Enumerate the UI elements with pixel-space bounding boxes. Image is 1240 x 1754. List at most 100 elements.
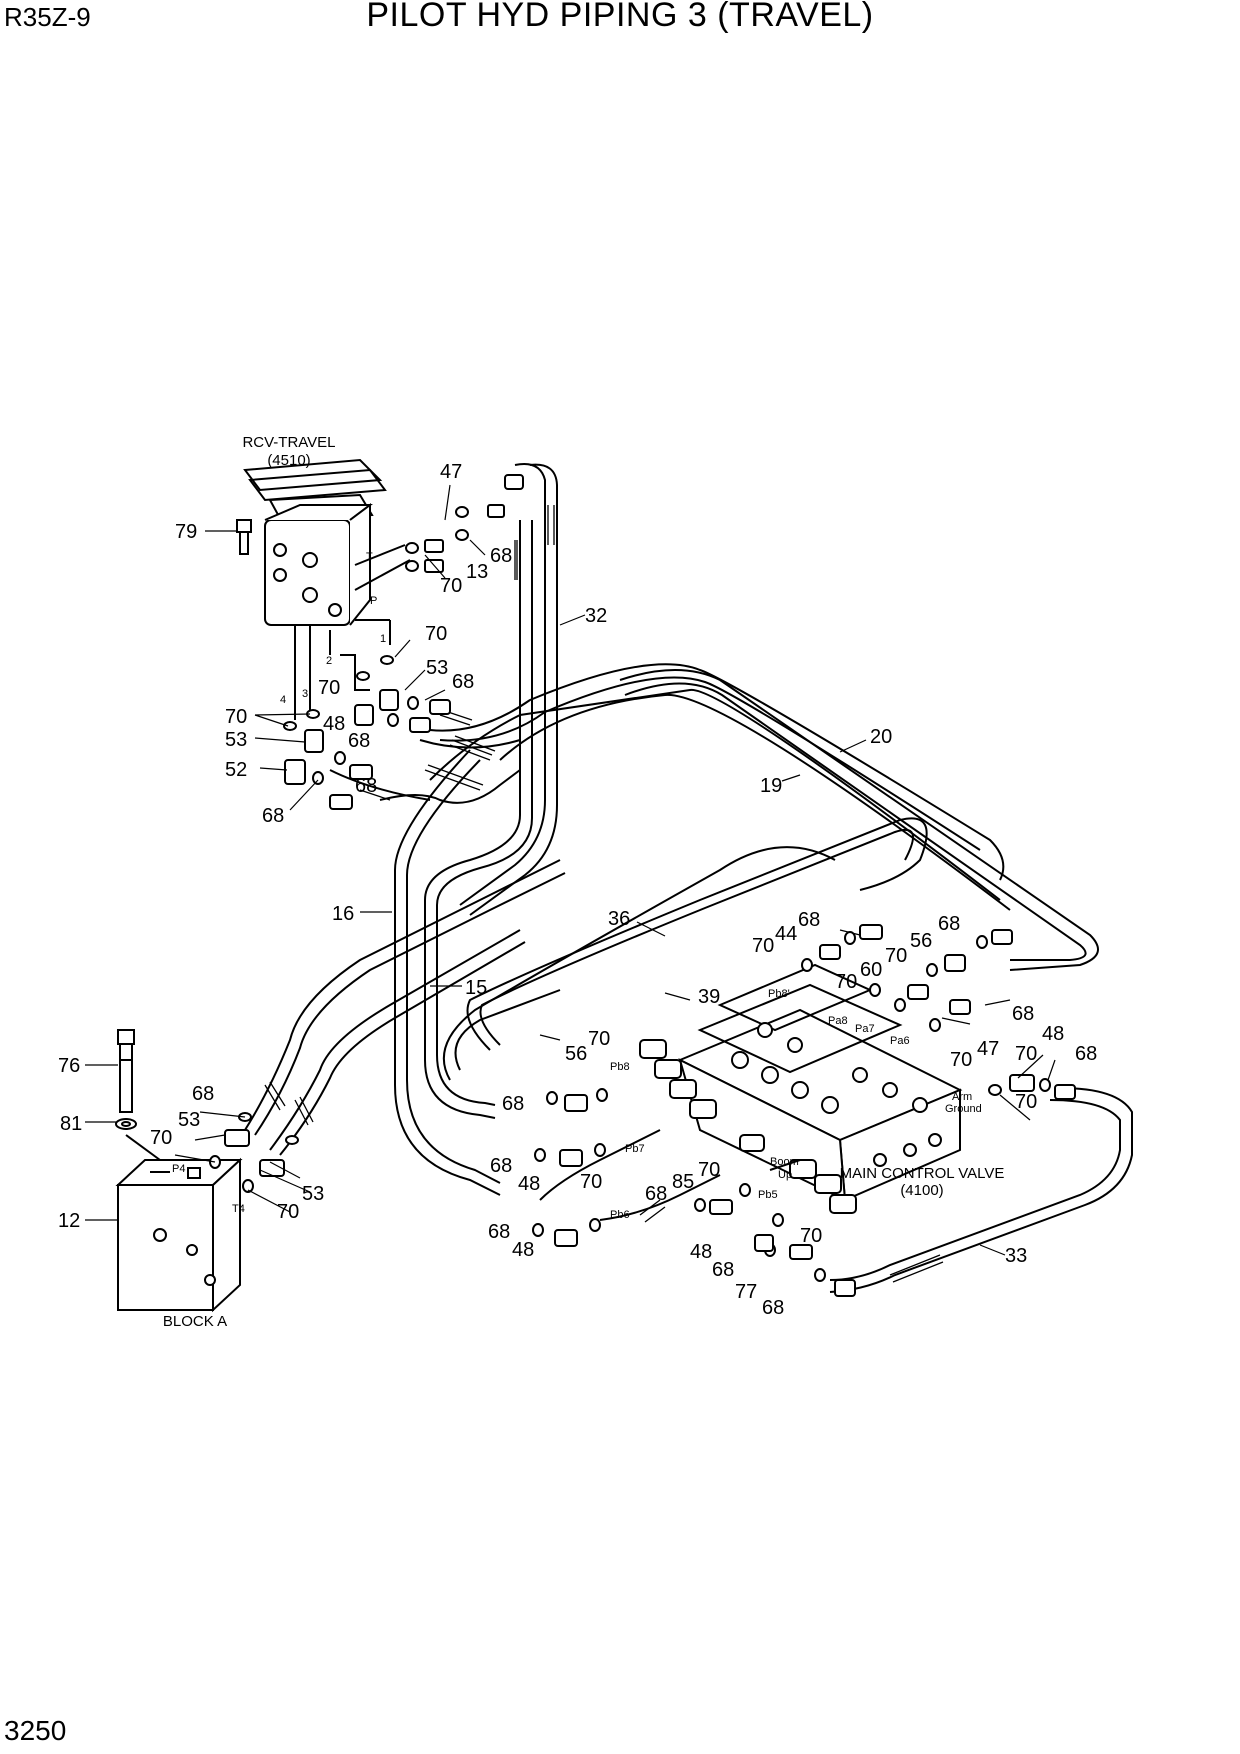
callout-68: 68	[452, 671, 474, 693]
port-t4: T4	[232, 1203, 245, 1215]
port-p: P	[370, 595, 377, 607]
callout-39: 39	[698, 986, 720, 1008]
callout-68: 68	[1012, 1003, 1034, 1025]
callout-68: 68	[502, 1093, 524, 1115]
model-number: R35Z-9	[4, 2, 91, 32]
callout-70: 70	[835, 971, 857, 993]
callout-70: 70	[425, 623, 447, 645]
callout-68: 68	[938, 913, 960, 935]
part-callouts: 47 68 70 13 79 32 70 53 68 70 48 68 70 5…	[58, 461, 1097, 1319]
callout-85: 85	[672, 1171, 694, 1193]
rcv-travel-code: (4510)	[267, 452, 310, 469]
callout-70: 70	[885, 945, 907, 967]
callout-20: 20	[870, 726, 892, 748]
page-title: PILOT HYD PIPING 3 (TRAVEL)	[366, 0, 874, 34]
callout-70: 70	[752, 935, 774, 957]
callout-53: 53	[178, 1109, 200, 1131]
port-labels: T P 1 2 3 4 P4 T4 Pb8 Pb8' Pa8 Pa7 Pa6 P…	[172, 551, 910, 1221]
callout-70: 70	[1015, 1043, 1037, 1065]
hose-braids	[264, 505, 1011, 1283]
callout-60: 60	[860, 959, 882, 981]
callout-12: 12	[58, 1210, 80, 1232]
callout-47: 47	[440, 461, 462, 483]
callout-19: 19	[760, 775, 782, 797]
rcv-travel-label: RCV-TRAVEL	[242, 434, 335, 451]
callout-70: 70	[225, 706, 247, 728]
callout-48: 48	[512, 1239, 534, 1261]
callout-48: 48	[690, 1241, 712, 1263]
arm-label: Arm	[952, 1091, 972, 1103]
callout-33: 33	[1005, 1245, 1027, 1267]
callout-70: 70	[588, 1028, 610, 1050]
page-number: 3250	[4, 1715, 67, 1746]
callout-53: 53	[426, 657, 448, 679]
component-labels: RCV-TRAVEL (4510) BLOCK A MAIN CONTROL V…	[163, 434, 1004, 1330]
callout-68: 68	[488, 1221, 510, 1243]
ground-label: Ground	[945, 1103, 982, 1115]
port-pb5: Pb5	[758, 1189, 778, 1201]
callout-36: 36	[608, 908, 630, 930]
callout-70: 70	[277, 1201, 299, 1223]
callout-48: 48	[323, 713, 345, 735]
callout-70: 70	[580, 1171, 602, 1193]
port-pb7: Pb7	[625, 1143, 645, 1155]
callout-68: 68	[192, 1083, 214, 1105]
callout-70: 70	[800, 1225, 822, 1247]
port-pb8: Pb8	[610, 1061, 630, 1073]
callout-48: 48	[518, 1173, 540, 1195]
callout-77: 77	[735, 1281, 757, 1303]
up-label: Up	[778, 1169, 792, 1181]
main-control-valve-code: (4100)	[900, 1182, 943, 1199]
callout-68: 68	[262, 805, 284, 827]
callout-70: 70	[150, 1127, 172, 1149]
main-control-valve-body	[639, 963, 963, 1214]
callout-53: 53	[302, 1183, 324, 1205]
callout-32: 32	[585, 605, 607, 627]
callout-68: 68	[490, 1155, 512, 1177]
port-pb8-prime: Pb8'	[768, 988, 790, 1000]
callout-56: 56	[910, 930, 932, 952]
callout-68: 68	[348, 730, 370, 752]
port-pa7: Pa7	[855, 1023, 875, 1035]
callout-68: 68	[712, 1259, 734, 1281]
port-t: T	[366, 551, 373, 563]
block-a-body	[115, 1157, 243, 1313]
callout-68b: 68	[355, 775, 377, 797]
boom-label: Boom	[770, 1156, 799, 1168]
callout-68: 68	[762, 1297, 784, 1319]
callout-15: 15	[465, 977, 487, 999]
callout-76: 76	[58, 1055, 80, 1077]
bolt-76	[115, 1029, 161, 1161]
port-pa6: Pa6	[890, 1035, 910, 1047]
callout-47: 47	[977, 1038, 999, 1060]
port-pb6: Pb6	[610, 1209, 630, 1221]
callout-70: 70	[950, 1049, 972, 1071]
callout-44: 44	[775, 923, 797, 945]
callout-70: 70	[318, 677, 340, 699]
callout-79: 79	[175, 521, 197, 543]
callout-81: 81	[60, 1113, 82, 1135]
port-pa8: Pa8	[828, 1015, 848, 1027]
port-4: 4	[280, 694, 286, 706]
fittings	[209, 474, 1076, 1297]
callout-68: 68	[1075, 1043, 1097, 1065]
port-1: 1	[380, 633, 386, 645]
port-2: 2	[326, 655, 332, 667]
callout-68: 68	[645, 1183, 667, 1205]
port-p4: P4	[172, 1163, 185, 1175]
port-3: 3	[302, 688, 308, 700]
rcv-travel-body	[243, 458, 411, 720]
callout-70: 70	[440, 575, 462, 597]
main-control-valve-label: MAIN CONTROL VALVE	[840, 1165, 1005, 1182]
callout-48: 48	[1042, 1023, 1064, 1045]
callout-68: 68	[490, 545, 512, 567]
block-a-label: BLOCK A	[163, 1313, 227, 1330]
callout-13: 13	[466, 561, 488, 583]
callout-53: 53	[225, 729, 247, 751]
callout-70: 70	[1015, 1091, 1037, 1113]
callout-68: 68	[798, 909, 820, 931]
callout-52: 52	[225, 759, 247, 781]
callout-70: 70	[698, 1159, 720, 1181]
